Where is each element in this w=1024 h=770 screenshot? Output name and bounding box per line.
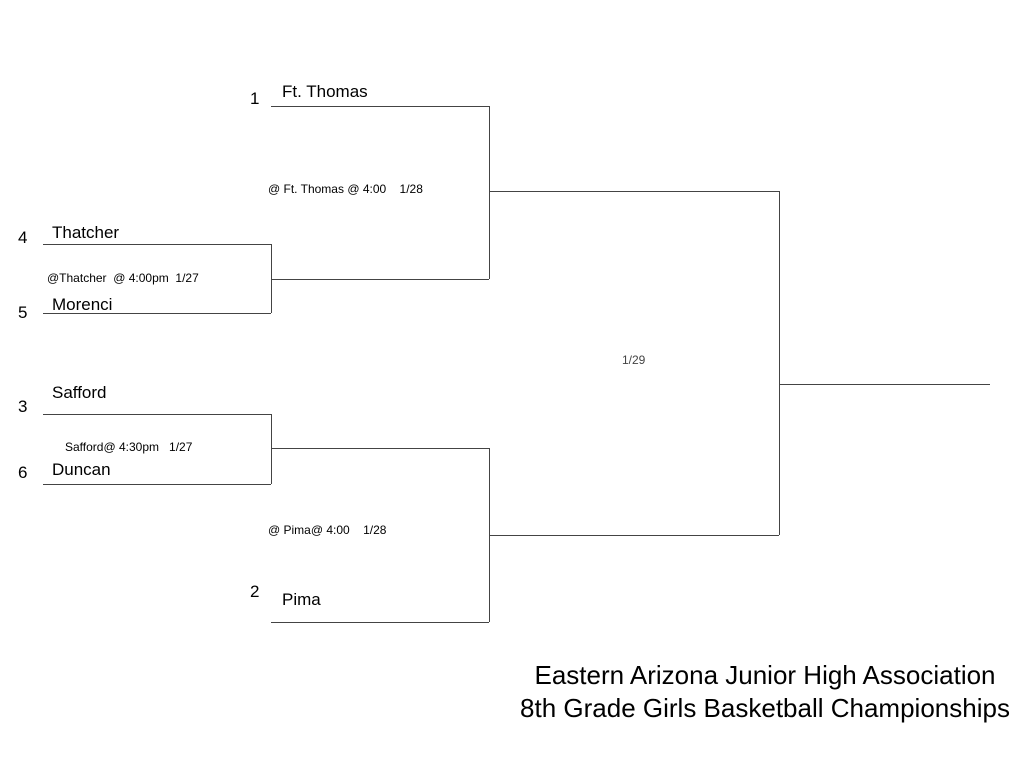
- game-info-semi2: @ Pima@ 4:00 1/28: [268, 523, 387, 537]
- bracket-line-r1-game1-winner: [271, 279, 489, 280]
- seed-pima: 2: [250, 582, 260, 601]
- bracket-connector-semi1: [489, 106, 490, 279]
- bracket-connector-r1-game2: [271, 414, 272, 484]
- bracket-title: Eastern Arizona Junior High Association …: [510, 659, 1020, 725]
- title-line-association: Eastern Arizona Junior High Association: [534, 660, 996, 690]
- bracket-line-r1-game2-winner: [271, 448, 489, 449]
- bracket-line-duncan: [43, 484, 271, 485]
- bracket-line-semi2-winner: [489, 535, 779, 536]
- seed-safford: 3: [18, 397, 28, 416]
- bracket-connector-final: [779, 191, 780, 535]
- seed-ft-thomas: 1: [250, 89, 260, 108]
- bracket-connector-r1-game1: [271, 244, 272, 313]
- seed-thatcher: 4: [18, 228, 28, 247]
- bracket-line-pima: [271, 622, 489, 623]
- game-info-r1-game2: Safford@ 4:30pm 1/27: [65, 440, 193, 454]
- team-safford: Safford: [52, 383, 107, 402]
- team-ft-thomas: Ft. Thomas: [282, 82, 368, 101]
- team-pima: Pima: [282, 590, 321, 609]
- bracket-line-thatcher: [43, 244, 271, 245]
- team-morenci: Morenci: [52, 295, 113, 314]
- seed-duncan: 6: [18, 463, 28, 482]
- bracket-line-safford: [43, 414, 271, 415]
- team-duncan: Duncan: [52, 460, 111, 479]
- game-info-semi1: @ Ft. Thomas @ 4:00 1/28: [268, 182, 423, 196]
- bracket-line-semi1-winner: [489, 191, 779, 192]
- title-line-championship: 8th Grade Girls Basketball Championships: [520, 693, 1010, 723]
- bracket-line-ft-thomas: [271, 106, 489, 107]
- seed-morenci: 5: [18, 303, 28, 322]
- bracket-line-champion: [779, 384, 990, 385]
- game-info-r1-game1: @Thatcher @ 4:00pm 1/27: [47, 271, 199, 285]
- game-info-final: 1/29: [622, 353, 646, 367]
- team-thatcher: Thatcher: [52, 223, 120, 242]
- bracket-line-morenci: [43, 313, 271, 314]
